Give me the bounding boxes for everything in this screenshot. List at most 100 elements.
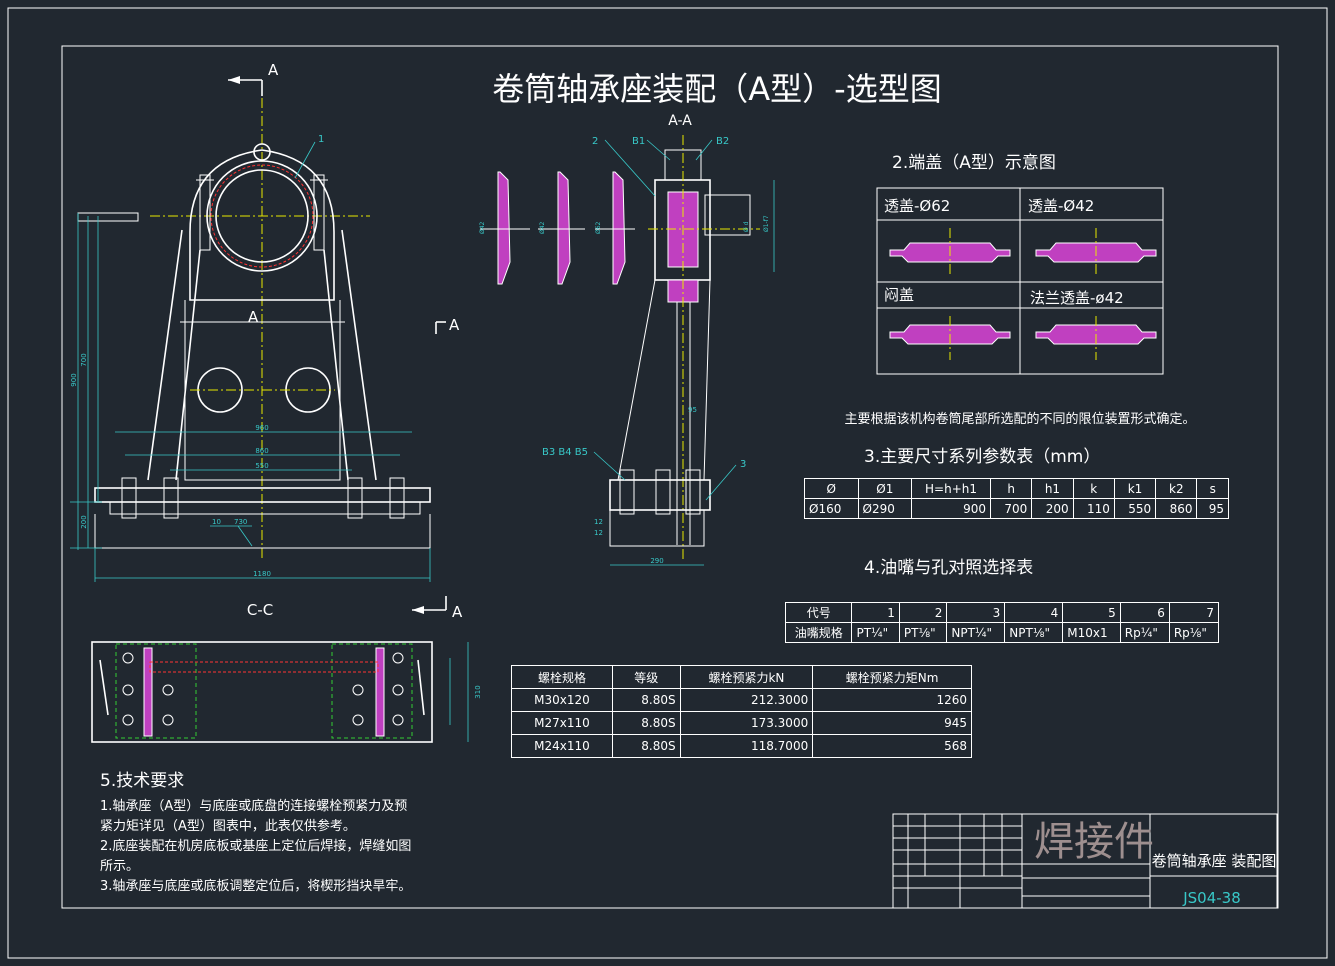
cover-sketches [889, 228, 1157, 360]
bolt-spec: M27x110 [511, 711, 613, 735]
weld-12a: 12 [594, 518, 603, 526]
callout-b345: B3 B4 B5 [542, 447, 588, 458]
section-cc-label: C-C [247, 601, 273, 619]
tech-line: 紧力矩详见（A型）图表中，此表仅供参考。 [100, 819, 356, 834]
bolt-force: 173.3000 [679, 711, 814, 735]
oil-spec: NPT¼" [946, 622, 1006, 643]
bolt-torque: 568 [812, 734, 972, 758]
cover-cell-1: 透盖-Ø62 [884, 197, 950, 215]
oil-spec: Rp⅛" [1168, 622, 1220, 643]
section-marker-a-left: A [248, 308, 259, 326]
oil-table-spec-row: 油嘴规格 PT¼" PT⅛" NPT¼" NPT⅛" M10x1 Rp¼" Rp… [784, 622, 1220, 643]
bolt-table-header-row: 螺栓规格 等级 螺栓预紧力kN 螺栓预紧力矩Nm [511, 665, 972, 689]
oil-code: 6 [1119, 602, 1170, 623]
callout-1: 1 [318, 134, 324, 145]
bolt-grade: 8.80S [611, 734, 681, 758]
dim-860: 860 [255, 447, 268, 455]
dim-header: h1 [1031, 478, 1074, 499]
oil-code: 1 [851, 602, 900, 623]
bolt-table: 螺栓规格 等级 螺栓预紧力kN 螺栓预紧力矩Nm M30x120 8.80S 2… [511, 665, 972, 758]
dim-cover1-phi: Ø42 [479, 221, 486, 234]
oil-table-code-row: 代号 1 2 3 4 5 6 7 [784, 602, 1220, 623]
bolt-spec: M30x120 [511, 688, 613, 712]
callout-b1: B1 [632, 136, 645, 147]
dim-header: k2 [1155, 478, 1198, 499]
bolt-spec: M24x110 [511, 734, 613, 758]
dim-header: H=h+h1 [911, 478, 991, 499]
dim-header: h [989, 478, 1033, 499]
callout-3: 3 [740, 459, 746, 470]
dim-cover3-phi: Ø62 [595, 221, 602, 234]
cover-cell-2: 透盖-Ø42 [1028, 197, 1094, 215]
dim-header: Ø [804, 478, 859, 499]
dim-960: 960 [255, 424, 268, 432]
callout-2: 2 [592, 136, 598, 147]
dim-value: 860 [1155, 498, 1198, 519]
bolt-header: 螺栓预紧力矩Nm [812, 665, 972, 689]
tech-line: 2.底座装配在机房底板或基座上定位后焊接，焊缝如图 [100, 839, 412, 854]
oil-code: 7 [1168, 602, 1220, 623]
tech-requirements: 5.技术要求 1.轴承座（A型）与底座或底盘的连接螺栓预紧力及预 紧力矩详见（A… [100, 766, 411, 897]
title-drawing-name: 卷筒轴承座 装配图 [1152, 852, 1277, 870]
oil-row-label: 油嘴规格 [784, 622, 853, 643]
front-view: A A [70, 61, 431, 582]
dim-table-value-row: Ø160 Ø290 900 700 200 110 550 860 95 [804, 498, 1229, 519]
section-marker-a-top: A [268, 61, 279, 79]
bolt-table-row: M27x110 8.80S 173.3000 945 [511, 711, 972, 735]
oil-table-heading: 4.油嘴与孔对照选择表 [864, 558, 1034, 578]
dim-value: 95 [1196, 498, 1229, 519]
section-marker-a-right: A [449, 316, 460, 334]
dim-value: 110 [1072, 498, 1115, 519]
dim-700: 700 [80, 353, 88, 366]
dim-95: 95 [688, 406, 697, 414]
tech-heading: 5.技术要求 [100, 771, 185, 791]
dim-value: 550 [1113, 498, 1157, 519]
bolt-header: 等级 [611, 665, 681, 689]
inner-border [61, 45, 1279, 909]
tech-line: 所示。 [100, 859, 140, 874]
oil-spec: Rp¼" [1119, 622, 1170, 643]
bolt-torque: 1260 [812, 688, 972, 712]
weld-length-730: 730 [234, 518, 247, 526]
title-stamp: 焊接件 [1034, 819, 1154, 865]
dim-header: Ø1 [857, 478, 913, 499]
title-block: 焊接件 卷筒轴承座 装配图 JS04-38 [892, 813, 1278, 909]
drawing-title: 卷筒轴承座装配（A型）-选型图 [492, 70, 941, 108]
bolt-table-row: M30x120 8.80S 212.3000 1260 [511, 688, 972, 712]
callout-b2: B2 [716, 136, 729, 147]
oil-spec: NPT⅛" [1004, 622, 1064, 643]
dim-header: k [1072, 478, 1115, 499]
oil-spec: PT⅛" [898, 622, 948, 643]
tech-line: 1.轴承座（A型）与底座或底盘的连接螺栓预紧力及预 [100, 799, 408, 814]
dim-table: Ø Ø1 H=h+h1 h h1 k k1 k2 s Ø160 Ø290 900… [804, 478, 1229, 519]
dim-value: 900 [911, 498, 991, 519]
oil-code: 4 [1004, 602, 1064, 623]
dim-table-header-row: Ø Ø1 H=h+h1 h h1 k k1 k2 s [804, 478, 1229, 499]
dim-290: 290 [650, 557, 663, 565]
dim-200: 200 [80, 515, 88, 528]
oil-row-label: 代号 [784, 602, 853, 623]
dim-value: Ø290 [857, 498, 913, 519]
dim-900: 900 [70, 373, 78, 386]
section-aa-view: A-A Ø42 Ø42 Ø62 Ø d Ø1-f7 290 12 12 95 [479, 113, 775, 566]
dim-phi-d: Ø d [743, 221, 750, 232]
cover-cell-4: 法兰透盖-ø42 [1030, 289, 1124, 307]
end-cover-heading: 2.端盖（A型）示意图 [892, 153, 1056, 173]
section-cc-view: C-C A 310 [91, 596, 482, 743]
oil-code: 5 [1062, 602, 1121, 623]
bolt-table-row: M24x110 8.80S 118.7000 568 [511, 734, 972, 758]
tech-line: 3.轴承座与底座或底板调整定位后，将楔形挡块旱牢。 [100, 879, 412, 894]
bolt-force: 118.7000 [679, 734, 814, 758]
dim-1180: 1180 [253, 570, 271, 578]
bolt-header: 螺栓预紧力kN [679, 665, 814, 689]
bolt-torque: 945 [812, 711, 972, 735]
title-drawing-code: JS04-38 [1182, 889, 1241, 907]
dim-550: 550 [255, 462, 268, 470]
dim-310: 310 [474, 685, 482, 698]
bolt-force: 212.3000 [679, 688, 814, 712]
oil-code: 2 [898, 602, 948, 623]
oil-code: 3 [946, 602, 1006, 623]
oil-table: 代号 1 2 3 4 5 6 7 油嘴规格 PT¼" PT⅛" NPT¼" NP… [784, 602, 1220, 643]
dim-value: 200 [1031, 498, 1074, 519]
